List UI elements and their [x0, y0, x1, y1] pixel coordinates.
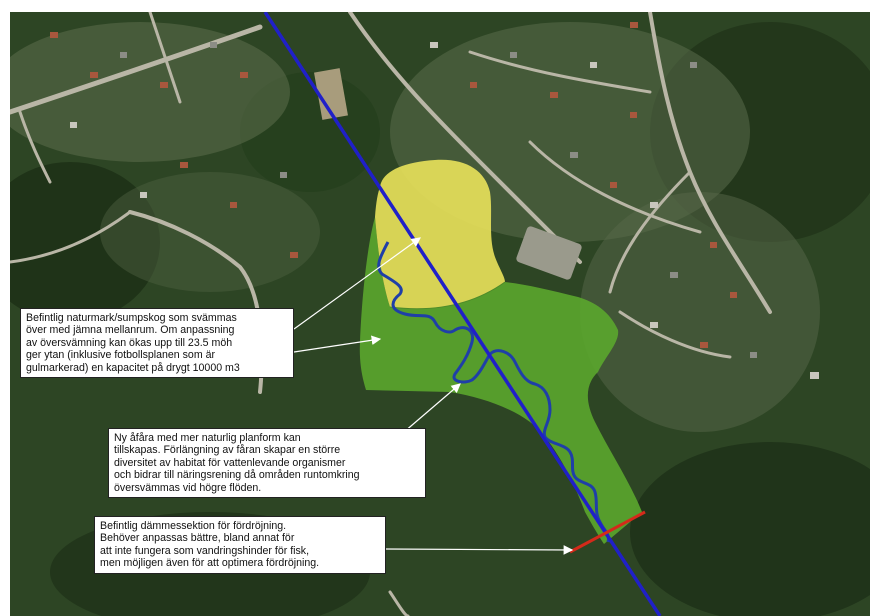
callout-line: diversitet av habitat för vattenlevande …: [114, 456, 346, 469]
callout-line: Ny åfåra med mer naturlig planform kan: [114, 432, 301, 444]
callout-line: tillskapas. Förlängning av fåran skapar …: [114, 444, 341, 457]
callout-line: översvämmas vid högre flöden.: [114, 481, 262, 494]
callout-new-channel: Ny åfåra med mer naturlig planform kan t…: [108, 428, 426, 499]
forest-patch: [630, 442, 870, 616]
callout-floodplain: Befintlig naturmark/sumpskog som svämmas…: [20, 308, 294, 379]
callout-line: ger ytan (inklusive fotbollsplanen som ä…: [26, 349, 216, 362]
aerial-map: [10, 12, 870, 616]
cross-section-line: [263, 12, 662, 616]
callout-line: Behöver anpassas bättre, bland annat för: [100, 532, 295, 545]
callout-line: Befintlig naturmark/sumpskog som svämmas: [26, 312, 237, 324]
forest-patch: [10, 162, 160, 322]
callout-line: att inte fungera som vandringshinder för…: [100, 544, 310, 557]
callout-line: över med jämna mellanrum. Om anpassning: [26, 324, 235, 337]
residential-area: [10, 22, 290, 162]
parking-lot: [516, 226, 582, 280]
callout-line: men möjligen även för att optimera fördr…: [100, 557, 320, 570]
callout-line: Befintlig dämmessektion för fördröjning.: [100, 520, 287, 532]
callout-dam-section: Befintlig dämmessektion för fördröjning.…: [94, 516, 386, 574]
flood-zone-yellow: [375, 159, 505, 309]
house-roofs: [50, 22, 819, 379]
zone-boundary: [389, 281, 506, 310]
sports-court: [314, 68, 348, 120]
callout-line: gulmarkerad) en kapacitet på drygt 10000…: [26, 361, 240, 374]
callout-line: av översvämning kan ökas upp till 23.5 m…: [26, 336, 233, 349]
road-network: [10, 12, 772, 616]
residential-area: [580, 192, 820, 432]
dam-section-line: [569, 510, 646, 554]
residential-area: [100, 172, 320, 292]
callout-line: och bidrar till näringsrening då områden…: [114, 469, 360, 482]
